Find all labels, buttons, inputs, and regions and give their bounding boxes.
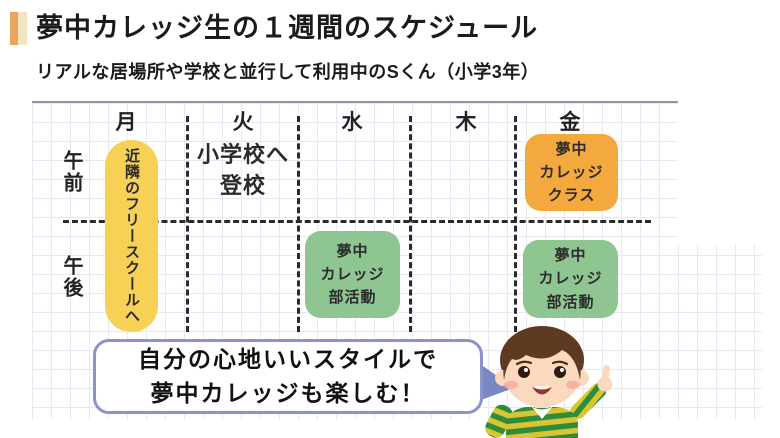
row-label-pm: 午後: [60, 255, 82, 299]
event-label-line: 夢中: [336, 242, 369, 260]
day-header-mon: 月: [115, 111, 137, 134]
day-header-thu: 木: [455, 111, 477, 134]
column-divider: [514, 116, 517, 332]
event-label-line: 部活動: [546, 293, 595, 311]
am-pm-divider: [63, 220, 651, 223]
event-label-line: 登校: [219, 173, 266, 198]
event-wed-club-activity: 夢中 カレッジ 部活動: [305, 231, 400, 318]
column-divider: [409, 116, 412, 332]
event-fri-college-class: 夢中 カレッジ クラス: [525, 134, 618, 211]
grid-white-patch: [678, 103, 780, 245]
event-mon-freeschool: 近隣のフリースクールへ: [105, 140, 158, 332]
speech-bubble: 自分の心地いいスタイルで 夢中カレッジも楽しむ！: [93, 339, 483, 414]
event-label-line: クラス: [547, 187, 596, 205]
event-label-line: カレッジ: [539, 163, 604, 181]
event-label-line: 部活動: [328, 289, 377, 307]
column-divider: [297, 116, 300, 332]
row-label-am: 午前: [60, 150, 82, 194]
grid-top-border: [32, 101, 678, 103]
page-title: 夢中カレッジ生の１週間のスケジュール: [36, 13, 539, 43]
boy-pointing-up-icon: [485, 326, 613, 438]
column-divider: [186, 116, 189, 332]
event-label-line: カレッジ: [320, 265, 385, 283]
event-label-line: 夢中: [555, 140, 588, 158]
event-label: 近隣のフリースクールへ: [123, 148, 140, 324]
day-header-fri: 金: [559, 111, 581, 134]
event-fri-club-activity: 夢中 カレッジ 部活動: [523, 240, 618, 318]
day-header-wed: 水: [341, 111, 363, 134]
speech-line-1: 自分の心地いいスタイルで: [138, 346, 438, 373]
title-accent-bar-light: [18, 12, 27, 45]
day-header-tue: 火: [232, 111, 254, 134]
event-label-line: カレッジ: [538, 270, 603, 288]
page-subtitle: リアルな居場所や学校と並行して利用中のSくん（小学3年）: [36, 62, 540, 82]
speech-bubble-tail-icon: [476, 361, 514, 401]
speech-line-2: 夢中カレッジも楽しむ！: [150, 379, 426, 406]
event-label-line: 小学校へ: [196, 142, 289, 168]
event-label-line: 夢中: [554, 247, 587, 265]
title-accent-bar-dark: [10, 12, 18, 45]
event-tue-elementary-school: 小学校へ 登校: [186, 138, 300, 204]
